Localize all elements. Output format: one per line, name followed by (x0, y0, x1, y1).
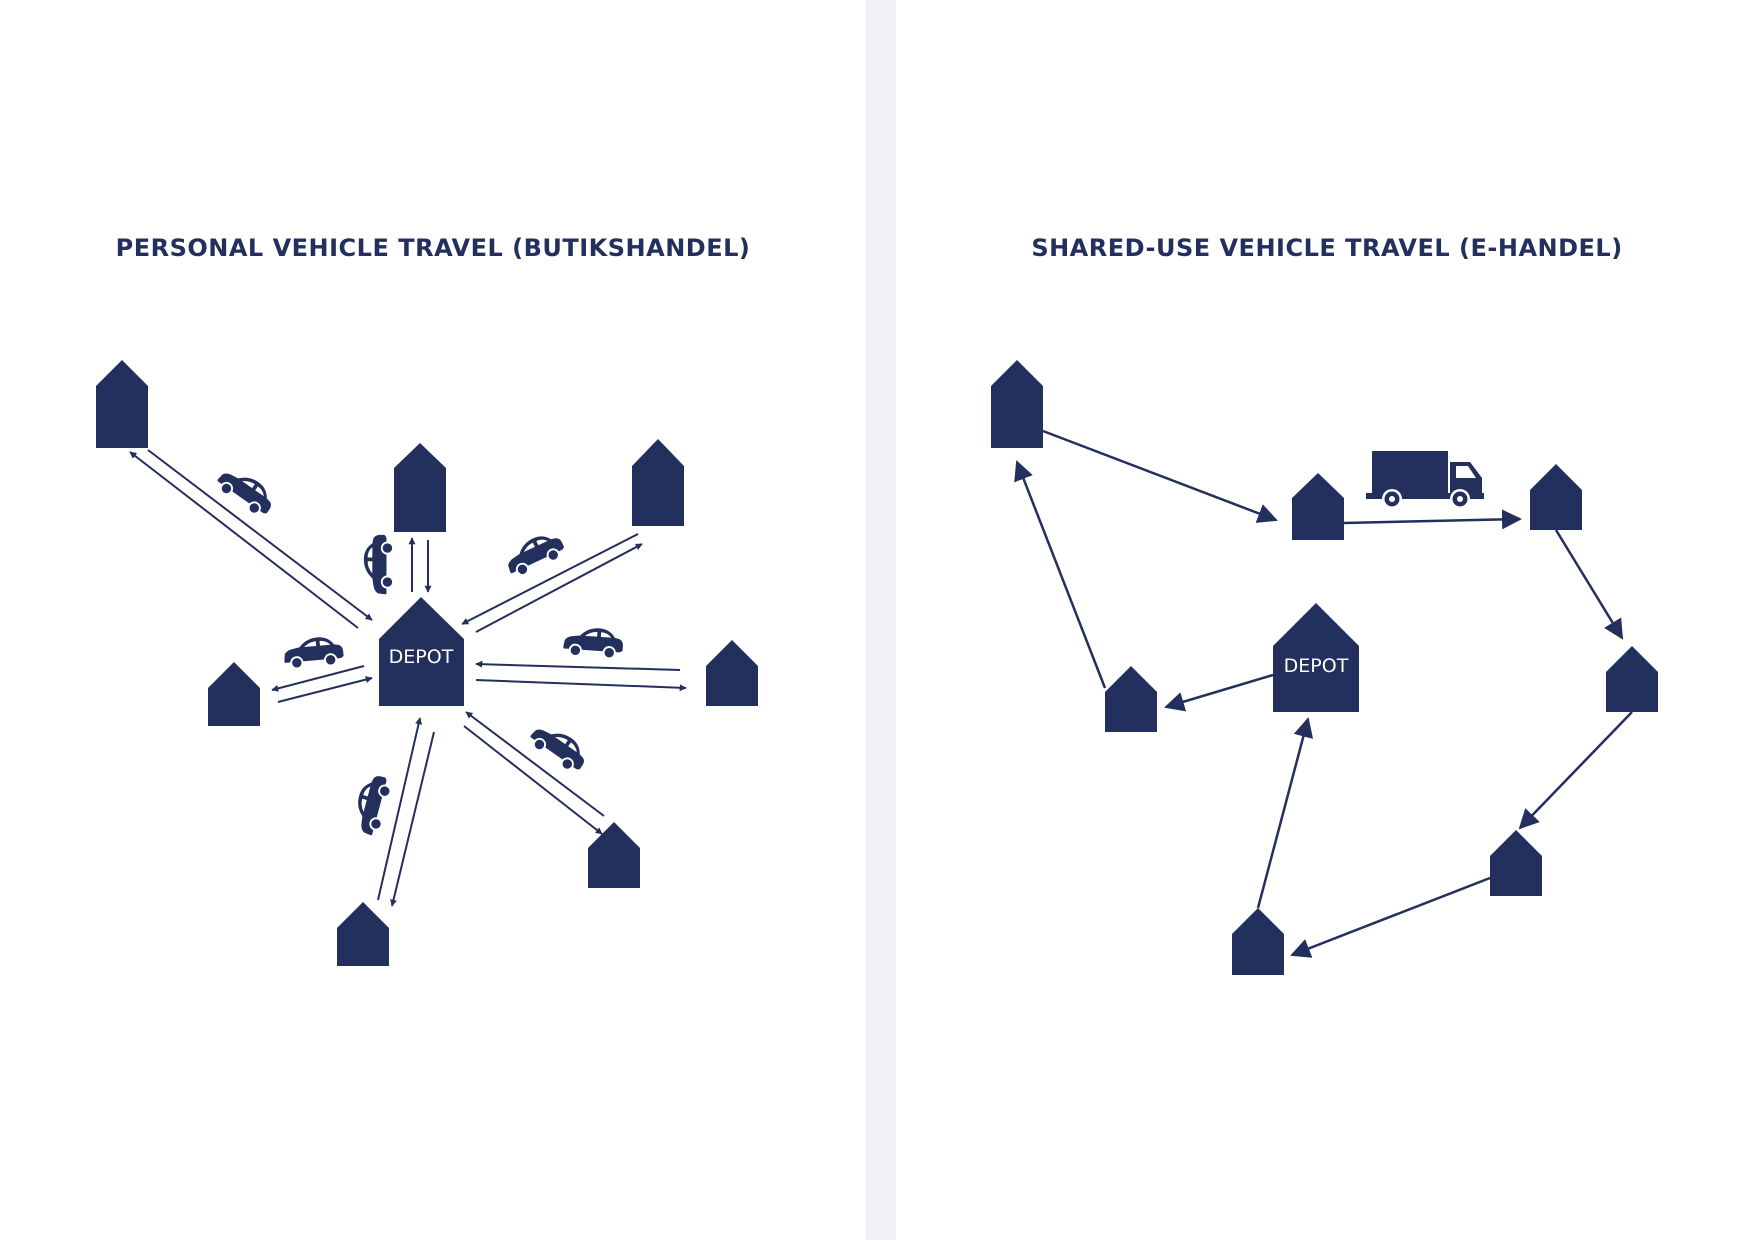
truck-icon (1366, 451, 1484, 509)
house-icon (991, 360, 1043, 448)
house-icon (588, 822, 640, 888)
route-arrow (1518, 711, 1633, 830)
depot-house-icon (379, 597, 464, 706)
house-icon (96, 360, 148, 448)
route-arrow (1164, 673, 1274, 712)
house-icon (1530, 464, 1582, 530)
house-icon (1606, 646, 1658, 712)
personal-vehicle-panel: PERSONAL VEHICLE TRAVEL (BUTIKSHANDEL) (0, 0, 866, 1240)
house-icon (394, 443, 446, 532)
house-icon (208, 662, 260, 726)
depot-label: DEPOT (1284, 655, 1349, 677)
trip-arrow (475, 679, 687, 692)
house-icon (1105, 666, 1157, 732)
house-icon (1232, 908, 1284, 975)
car-icon (282, 635, 345, 671)
car-icon (501, 528, 568, 581)
route-arrows (129, 449, 687, 907)
personal-vehicle-diagram: DEPOT (96, 360, 758, 966)
trip-arrow (377, 717, 422, 901)
personal-vehicle-title: PERSONAL VEHICLE TRAVEL (BUTIKSHANDEL) (115, 234, 751, 262)
trip-arrow (147, 449, 373, 621)
trip-arrow (390, 731, 435, 907)
route-arrow (1014, 460, 1107, 689)
house-icon (1292, 473, 1344, 540)
route-arrow (1256, 717, 1314, 909)
car-icon (363, 534, 395, 595)
route-arrow (1554, 529, 1624, 640)
house-icon (337, 902, 389, 966)
trip-arrow (463, 725, 603, 835)
panel-divider (866, 0, 896, 1240)
shared-vehicle-panel: SHARED-USE VEHICLE TRAVEL (E-HANDEL) DEP… (896, 0, 1758, 1240)
car-icon (350, 772, 395, 838)
car-icon (562, 625, 625, 661)
shared-vehicle-diagram: DEPOT (991, 360, 1658, 975)
house-icon (632, 439, 684, 526)
trip-arrow (475, 660, 681, 671)
car-icon (525, 718, 592, 777)
house-icon (706, 640, 758, 706)
trip-arrow (277, 676, 373, 703)
shared-vehicle-title: SHARED-USE VEHICLE TRAVEL (E-HANDEL) (1031, 234, 1623, 262)
houses-group (991, 360, 1658, 975)
trip-arrow (129, 451, 359, 629)
route-arrows (1014, 429, 1633, 958)
route-arrow (1042, 429, 1278, 523)
house-icon (1490, 830, 1542, 896)
car-icon (212, 462, 279, 521)
depot-building: DEPOT (379, 597, 464, 706)
trip-arrow (271, 665, 365, 692)
trip-arrow (461, 533, 639, 625)
depot-house-icon (1273, 603, 1359, 712)
depot-label: DEPOT (389, 646, 454, 668)
depot-building: DEPOT (1273, 603, 1359, 712)
trip-arrow (475, 543, 643, 633)
houses-group (96, 360, 758, 966)
route-arrow (1343, 509, 1522, 530)
trip-arrow (465, 711, 605, 817)
route-arrow (1290, 876, 1491, 958)
